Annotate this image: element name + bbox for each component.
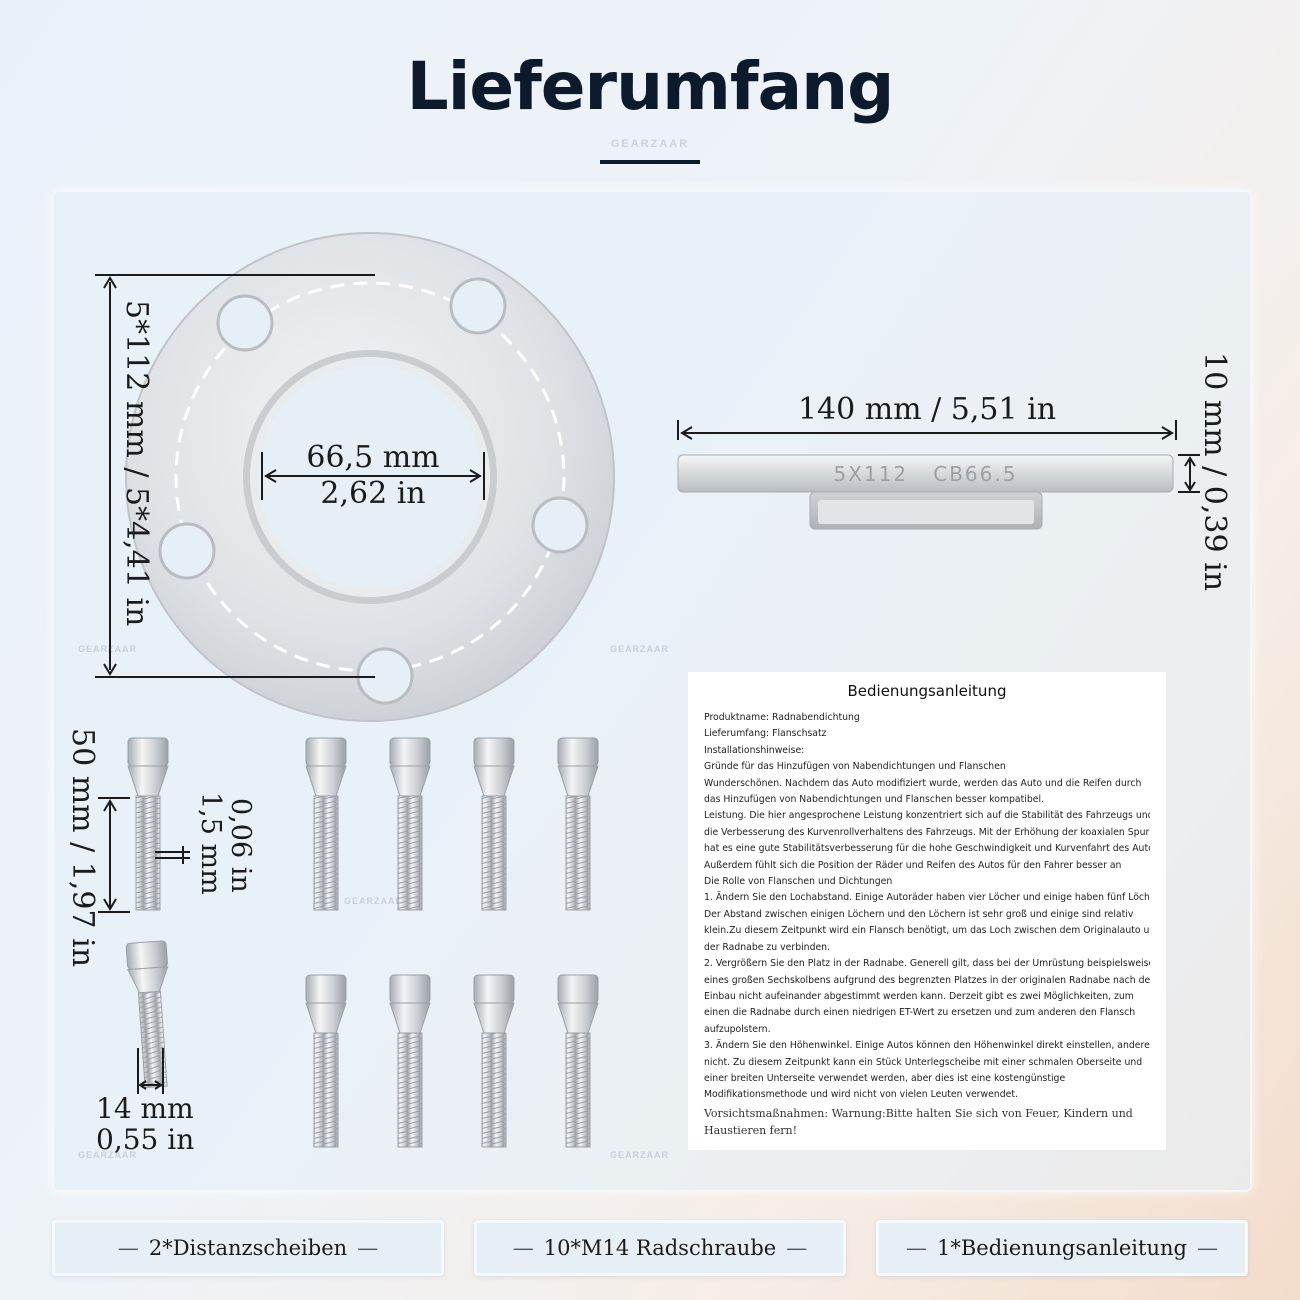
footer-label: 2*Distanzscheiben [148,1236,348,1260]
dash: — [1196,1236,1218,1260]
wheel-bolt [305,974,347,1148]
wheel-bolt [389,737,431,911]
dash: — [512,1236,534,1260]
brand-watermark: GEARZAAR [610,138,690,150]
manual-line: nicht. Zu diesem Zeitpunkt kann ein Stüc… [704,1056,1143,1068]
manual-line: Leistung. Die hier angesprochene Leistun… [704,810,1150,822]
footer-item-bolts: — 10*M14 Radschraube — [474,1220,846,1276]
brand-watermark: GEARZAAR [78,644,137,654]
footer-item-manual: — 1*Bedienungsanleitung — [876,1220,1248,1276]
manual-line: klein.Zu diesem Zeitpunkt wird ein Flans… [704,925,1150,937]
manual-warning: Vorsichtsmaßnahmen: Warnung:Bitte halten… [704,1106,1133,1137]
diameter-dimension [95,274,485,678]
footer-label: 10*M14 Radschraube [543,1236,777,1260]
wheel-bolt-tilted [125,940,169,1089]
wheel-bolt [473,737,515,911]
manual-line: Außerdem fühlt sich die Position der Räd… [704,859,1122,871]
manual-line: Modifikationsmethode und wird nicht von … [704,1089,1018,1101]
footer-item-spacers: — 2*Distanzscheiben — [52,1220,444,1276]
bolt-length-dimension [98,797,190,1094]
dash: — [786,1236,808,1260]
spacer-thickness-label: 10 mm / 0,39 in [1197,352,1232,592]
manual-line: einer breiten Unterseite verwendet werde… [704,1072,1066,1084]
bore-in-label: 2,62 in [320,476,426,511]
wheel-bolt [557,737,599,911]
manual-line: das Hinzufügen von Nabendichtungen und F… [704,794,1045,806]
manual-line: 2. Vergrößern Sie den Platz in der Radna… [704,958,1150,970]
dash: — [117,1236,139,1260]
instruction-manual: Bedienungsanleitung Produktname: Radnabe… [688,672,1166,1150]
manual-line: Der Abstand zwischen einigen Löchern und… [704,908,1134,920]
spacer-width-label: 140 mm / 5,51 in [797,392,1057,427]
brand-watermark: GEARZAAR [610,644,669,654]
bolt-width-mm-label: 14 mm [96,1092,194,1125]
wheel-bolt [473,974,515,1148]
bolt-length-label: 50 mm / 1,97 in [65,728,100,968]
page-title: Lieferumfang [406,48,895,125]
spacer-engraving: 5X112 CB66.5 [678,462,1173,486]
dash: — [357,1236,379,1260]
manual-line: Lieferumfang: Flanschsatz [704,728,827,740]
manual-line: 3. Ändern Sie den Höhenwinkel. Einige Au… [704,1040,1150,1052]
wheel-bolt [389,974,431,1148]
manual-line: Die Rolle von Flanschen und Dichtungen [704,876,893,888]
width-dimension [677,420,1200,493]
manual-line: eines großen Sechskolbens aufgrund des b… [704,974,1150,986]
dash: — [906,1236,928,1260]
brand-watermark: GEARZAAR [610,1150,669,1160]
manual-line: der Radnabe zu verbinden. [704,941,831,953]
engraving-pcd: 5X112 [833,462,909,486]
manual-line: aufzupolstern. [704,1023,771,1035]
manual-line: Installationshinweise: [704,744,805,756]
manual-line: 1. Ändern Sie den Lochabstand. Einige Au… [704,892,1150,904]
manual-line: die Verbesserung des Kurvenrollverhalten… [704,826,1150,838]
wheel-bolt [557,974,599,1148]
manual-line: Produktname: Radnabendichtung [704,712,860,723]
manual-line: einen die Radnabe durch einen niedrigen … [704,1007,1136,1019]
thread-pitch-in-label: 0,06 in [225,798,256,893]
wheel-bolt [127,737,169,911]
brand-watermark: GEARZAAR [78,1150,137,1160]
manual-line: Einbau nicht aufeinander abgestimmt werd… [704,990,1134,1002]
manual-line: hat es eine gute Stabilitätsverbesserung… [704,843,1150,855]
footer-label: 1*Bedienungsanleitung [937,1236,1187,1260]
wheel-bolt [305,737,347,911]
bolt-width-in-label: 0,55 in [96,1123,195,1156]
manual-line: Wunderschönen. Nachdem das Auto modifizi… [704,777,1142,789]
bore-mm-label: 66,5 mm [306,440,440,475]
title-underline [600,160,700,164]
spacer-side-view [677,454,1174,530]
engraving-cb: CB66.5 [933,462,1018,486]
brand-watermark: GEARZAAR [344,896,403,906]
manual-title: Bedienungsanleitung [847,682,1007,700]
thread-pitch-mm-label: 1,5 mm [195,792,226,895]
bolt-group [125,737,599,1148]
spacer-diameter-label: 5*112 mm / 5*4,41 in [119,300,154,627]
manual-line: Gründe für das Hinzufügen von Nabendicht… [704,761,1006,773]
